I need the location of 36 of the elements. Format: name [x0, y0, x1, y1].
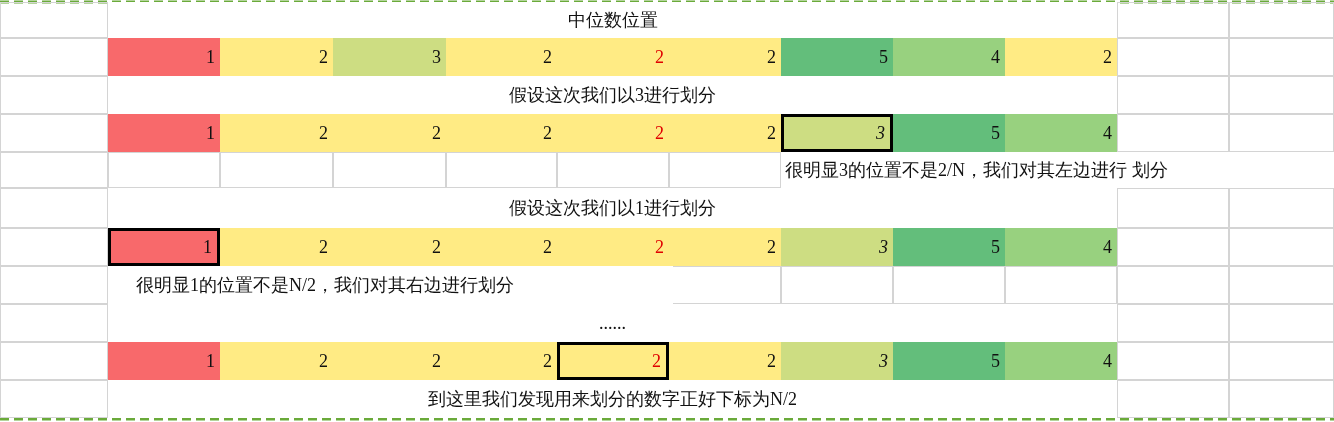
number-cell: 2: [446, 228, 557, 266]
number-cell: 2: [557, 38, 669, 76]
highlighted-number-cell: 3: [781, 114, 893, 152]
number-cell: 2: [669, 342, 781, 380]
number-cell: 2: [220, 114, 333, 152]
number-cell: 3: [333, 38, 446, 76]
number-cell: 3: [781, 342, 893, 380]
number-cell: 5: [893, 114, 1005, 152]
highlighted-number-cell: 2: [557, 342, 669, 380]
number-cell: 2: [333, 342, 446, 380]
number-cell: 2: [557, 228, 669, 266]
number-cell: 5: [893, 228, 1005, 266]
number-cell: 2: [220, 342, 333, 380]
number-cell: 1: [108, 342, 220, 380]
number-cell: 2: [1005, 38, 1117, 76]
number-cell: 5: [893, 342, 1005, 380]
number-cell: 2: [557, 114, 669, 152]
number-cell: 4: [1005, 228, 1117, 266]
number-cell: 2: [220, 38, 333, 76]
number-cell: 2: [669, 38, 781, 76]
number-cell: 3: [781, 228, 893, 266]
number-cell: 1: [108, 38, 220, 76]
number-cell: 2: [446, 342, 557, 380]
number-cell: 2: [333, 228, 446, 266]
number-cell: 2: [446, 114, 557, 152]
number-cell: 4: [1005, 342, 1117, 380]
number-cell: 4: [1005, 114, 1117, 152]
number-cell: 2: [333, 114, 446, 152]
number-cell: 4: [893, 38, 1005, 76]
number-cell: 1: [108, 114, 220, 152]
highlighted-number-cell: 1: [108, 228, 220, 266]
number-cell: 2: [669, 228, 781, 266]
number-cell: 5: [781, 38, 893, 76]
number-cell: 2: [446, 38, 557, 76]
number-cell: 2: [220, 228, 333, 266]
number-cell: 2: [669, 114, 781, 152]
